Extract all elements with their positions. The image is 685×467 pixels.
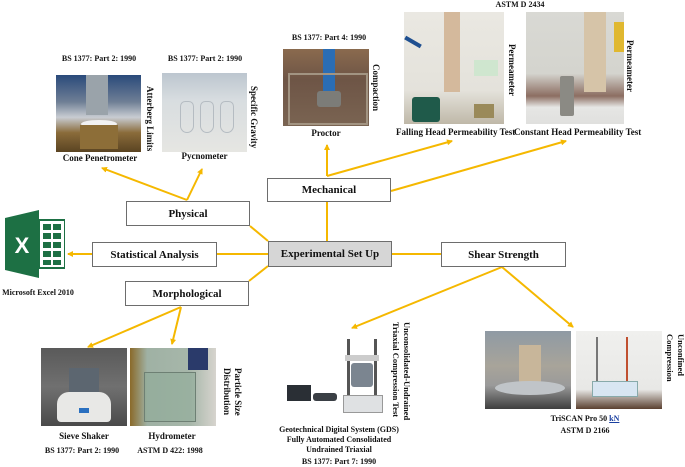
gds-caption-line1: Geotechnical Digital System (GDS) <box>279 425 399 434</box>
svg-text:X: X <box>15 233 30 258</box>
particle-size-distribution-label: Particle Size Distribution <box>221 368 243 416</box>
constant-head-photo <box>526 12 624 124</box>
sieve-shaker-photo <box>41 348 127 426</box>
proctor-caption: Proctor <box>311 128 341 138</box>
triscan-photo-1 <box>485 331 571 409</box>
pycnometer-photo <box>162 73 247 152</box>
hydrometer-photo <box>130 348 216 426</box>
arrow-to-falling-head <box>326 139 453 177</box>
triscan-unit-link[interactable]: kN <box>609 414 620 423</box>
atterberg-limits-label: Atterberg Limits <box>145 86 155 152</box>
node-statistical-analysis: Statistical Analysis <box>92 242 217 267</box>
sieve-caption: Sieve Shaker <box>59 431 109 441</box>
permeability-standard: ASTM D 2434 <box>495 0 545 9</box>
triscan-caption-prefix: TriSCAN Pro 50 <box>550 414 610 423</box>
excel-caption: Microsoft Excel 2010 <box>2 288 74 297</box>
hydrometer-standard: ASTM D 422: 1998 <box>137 446 203 455</box>
arrow-to-hydrometer <box>170 306 182 345</box>
ucs-line2: Compression <box>665 334 675 382</box>
constant-head-caption: Constant Head Permeability Test <box>514 127 642 137</box>
arrow-to-gds <box>351 266 503 329</box>
arrow-to-cone <box>101 166 188 201</box>
specific-gravity-label: Specific Gravity <box>249 86 259 149</box>
uu-triaxial-label: Unconsolidated-Undrained Triaxial Compre… <box>390 322 412 420</box>
gds-caption-line2: Fully Automated Consolidated <box>286 435 392 444</box>
triscan-standard: ASTM D 2166 <box>560 426 610 435</box>
excel-icon: X <box>5 210 66 278</box>
node-physical: Physical <box>126 201 250 226</box>
ucs-line1: Unconfined <box>676 334 685 377</box>
falling-head-photo <box>404 12 504 124</box>
falling-permeameter-label: Permeameter <box>507 44 517 96</box>
arrow-to-sieve <box>87 306 182 348</box>
gds-caption-line3: Undrained Triaxial <box>306 445 372 454</box>
proctor-photo <box>283 49 369 126</box>
node-experimental-set-up: Experimental Set Up <box>268 241 392 267</box>
constant-permeameter-label: Permeameter <box>625 40 635 92</box>
uu-line1: Unconsolidated-Undrained <box>402 322 412 421</box>
cone-penetrometer-photo <box>56 75 141 152</box>
pycnometer-standard: BS 1377: Part 2: 1990 <box>167 54 243 63</box>
gds-triaxial-photo <box>285 335 385 420</box>
triscan-photo-2 <box>576 331 662 409</box>
sieve-standard: BS 1377: Part 2: 1990 <box>44 446 120 455</box>
gds-standard: BS 1377: Part 7: 1990 <box>301 457 377 466</box>
hydrometer-caption: Hydrometer <box>148 431 196 441</box>
falling-head-caption: Falling Head Permeability Test <box>396 127 516 137</box>
cone-standard: BS 1377: Part 2: 1990 <box>61 54 137 63</box>
arrow-to-triscan <box>501 266 574 328</box>
proctor-standard: BS 1377: Part 4: 1990 <box>291 33 367 42</box>
psd-line2: Distribution <box>222 368 232 416</box>
line-center-physical <box>249 225 269 242</box>
arrow-to-constant-head <box>390 139 567 192</box>
pycnometer-caption: Pycnometer <box>181 151 228 161</box>
node-morphological: Morphological <box>125 281 249 306</box>
unconfined-compression-label: Unconfined Compression <box>664 334 685 382</box>
arrow-to-pycnometer <box>186 168 203 201</box>
compaction-label: Compaction <box>371 64 381 111</box>
node-shear-strength: Shear Strength <box>441 242 566 267</box>
node-mechanical: Mechanical <box>267 178 391 202</box>
uu-line2: Triaxial Compression Test <box>391 322 401 418</box>
triscan-caption: TriSCAN Pro 50 kN <box>535 414 635 423</box>
psd-line1: Particle Size <box>233 368 243 416</box>
cone-caption: Cone Penetrometer <box>62 153 138 163</box>
line-center-morphological <box>248 265 269 282</box>
